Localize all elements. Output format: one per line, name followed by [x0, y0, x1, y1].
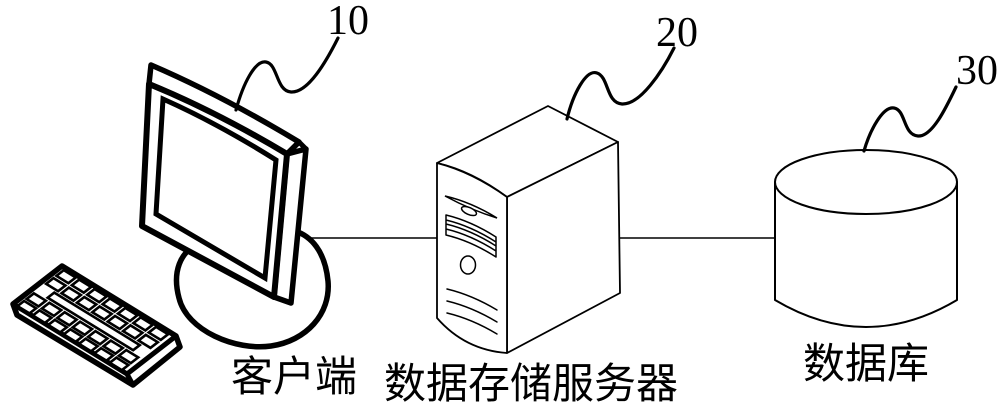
vent-lines [446, 288, 498, 335]
drive-bay [445, 214, 497, 258]
keyboard-spacebar-key [48, 293, 140, 351]
leader-line-20 [565, 46, 676, 121]
keyboard-key [42, 303, 61, 316]
keyboard-key [118, 308, 137, 321]
keyboard-key [56, 270, 75, 283]
keyboard-key [138, 335, 157, 348]
keyboard-key [62, 288, 81, 301]
cd-drive-slot [444, 195, 498, 219]
keyboard-key [79, 339, 98, 351]
client-computer-icon [13, 62, 328, 385]
ref-number-database: 30 [956, 48, 998, 94]
keyboard-key [133, 317, 152, 330]
ref-number-server: 20 [656, 10, 698, 56]
tower-server-icon [436, 105, 621, 354]
keyboard-key [119, 350, 138, 363]
leader-line-30 [862, 85, 958, 153]
keyboard-key [17, 301, 36, 313]
leader-line-10 [234, 36, 340, 112]
keyboard-key [123, 325, 142, 338]
ref-number-client: 10 [327, 0, 369, 44]
keyboard-key [149, 327, 168, 340]
keyboard-key [88, 331, 107, 344]
keyboard-key [87, 289, 106, 302]
server-label: 数据存储服务器 [384, 362, 678, 403]
keyboard-key [73, 322, 92, 335]
cylinder-body [774, 181, 958, 328]
keyboard-key [103, 299, 122, 312]
power-button [459, 255, 477, 275]
database-label: 数据库 [803, 342, 929, 388]
keyboard-key [33, 310, 52, 322]
keyboard-key [94, 348, 113, 360]
client-label: 客户端 [231, 354, 357, 401]
keyboard-key [92, 306, 111, 319]
keyboard-key [64, 329, 83, 341]
cd-tray-button [460, 205, 478, 217]
keyboard-key [57, 312, 76, 325]
keyboard-key [103, 341, 122, 354]
keyboard-keys [17, 270, 168, 370]
cylinder-top [774, 149, 958, 215]
keyboard-key [72, 280, 91, 293]
keyboard-icon [13, 266, 180, 385]
keyboard-key [27, 293, 46, 306]
keyboard-key [108, 316, 127, 329]
keyboard-key [46, 278, 65, 291]
database-cylinder-icon [774, 149, 958, 328]
keyboard-key [48, 320, 67, 332]
keyboard-key [77, 297, 96, 310]
keyboard-key [110, 358, 129, 370]
monitor-screen [153, 95, 279, 283]
